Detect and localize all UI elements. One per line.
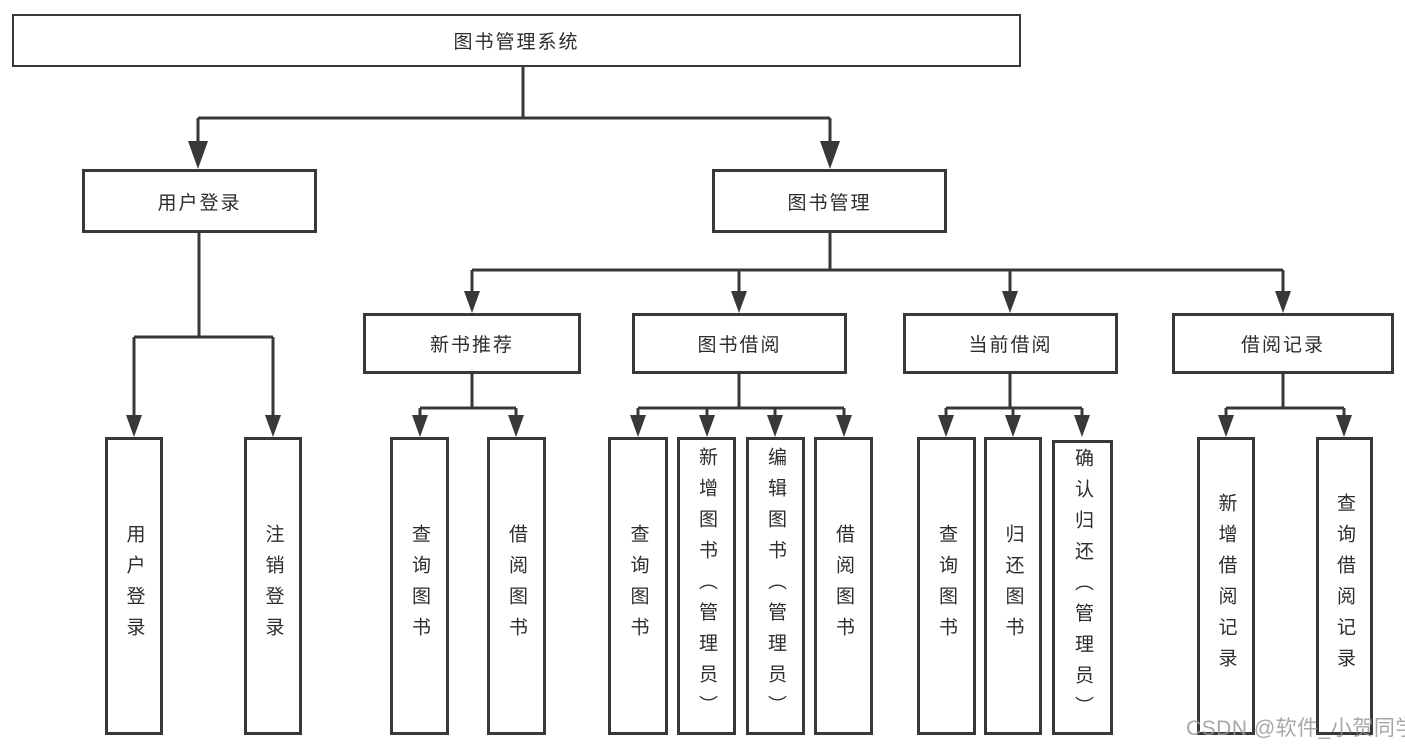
leaf-edit-books-admin: 编辑图书（管理员） xyxy=(746,437,805,735)
arrowhead xyxy=(1275,291,1291,313)
leaf-query-borrow-record: 查询借阅记录 xyxy=(1316,437,1373,735)
arrowhead xyxy=(1336,415,1352,437)
node-book-borrow: 图书借阅 xyxy=(632,313,847,374)
arrowhead xyxy=(1218,415,1234,437)
arrowhead xyxy=(188,141,208,169)
node-user-login-branch: 用户登录 xyxy=(82,169,317,233)
arrowhead xyxy=(126,415,142,437)
arrowhead xyxy=(508,415,524,437)
node-book-management: 图书管理 xyxy=(712,169,947,233)
arrowhead xyxy=(1074,415,1090,437)
arrowhead xyxy=(731,291,747,313)
leaf-borrow-books: 借阅图书 xyxy=(814,437,873,735)
connector-root-branch xyxy=(196,67,832,146)
leaf-return-books: 归还图书 xyxy=(984,437,1042,735)
leaf-add-borrow-record: 新增借阅记录 xyxy=(1197,437,1255,735)
leaf-borrow-books-recommend: 借阅图书 xyxy=(487,437,546,735)
connector-management-modules xyxy=(470,233,1285,296)
node-new-book-recommend: 新书推荐 xyxy=(363,313,581,374)
connector-borrow-leaves xyxy=(636,374,846,420)
arrowhead xyxy=(820,141,840,169)
leaf-query-books-current: 查询图书 xyxy=(917,437,976,735)
connector-current-leaves xyxy=(944,374,1084,420)
arrowhead xyxy=(1005,415,1021,437)
connector-login-leaves xyxy=(132,233,275,420)
csdn-watermark: CSDN @软件_小贺同学 xyxy=(1186,717,1405,740)
arrowhead xyxy=(767,415,783,437)
connector-records-leaves xyxy=(1224,374,1346,420)
arrowhead xyxy=(699,415,715,437)
leaf-add-books-admin: 新增图书（管理员） xyxy=(677,437,736,735)
leaf-logout: 注销登录 xyxy=(244,437,302,735)
arrowhead xyxy=(412,415,428,437)
leaf-query-books-recommend: 查询图书 xyxy=(390,437,449,735)
arrowhead xyxy=(938,415,954,437)
node-root: 图书管理系统 xyxy=(12,14,1021,67)
node-borrow-records: 借阅记录 xyxy=(1172,313,1394,374)
node-current-borrow: 当前借阅 xyxy=(903,313,1118,374)
arrowhead xyxy=(464,291,480,313)
arrowhead xyxy=(836,415,852,437)
leaf-confirm-return-admin: 确认归还（管理员） xyxy=(1052,440,1113,735)
arrowhead xyxy=(1002,291,1018,313)
arrowhead xyxy=(265,415,281,437)
connector-recommend-leaves xyxy=(418,374,518,420)
arrowhead xyxy=(630,415,646,437)
leaf-query-books-borrow: 查询图书 xyxy=(608,437,668,735)
leaf-user-login: 用户登录 xyxy=(105,437,163,735)
